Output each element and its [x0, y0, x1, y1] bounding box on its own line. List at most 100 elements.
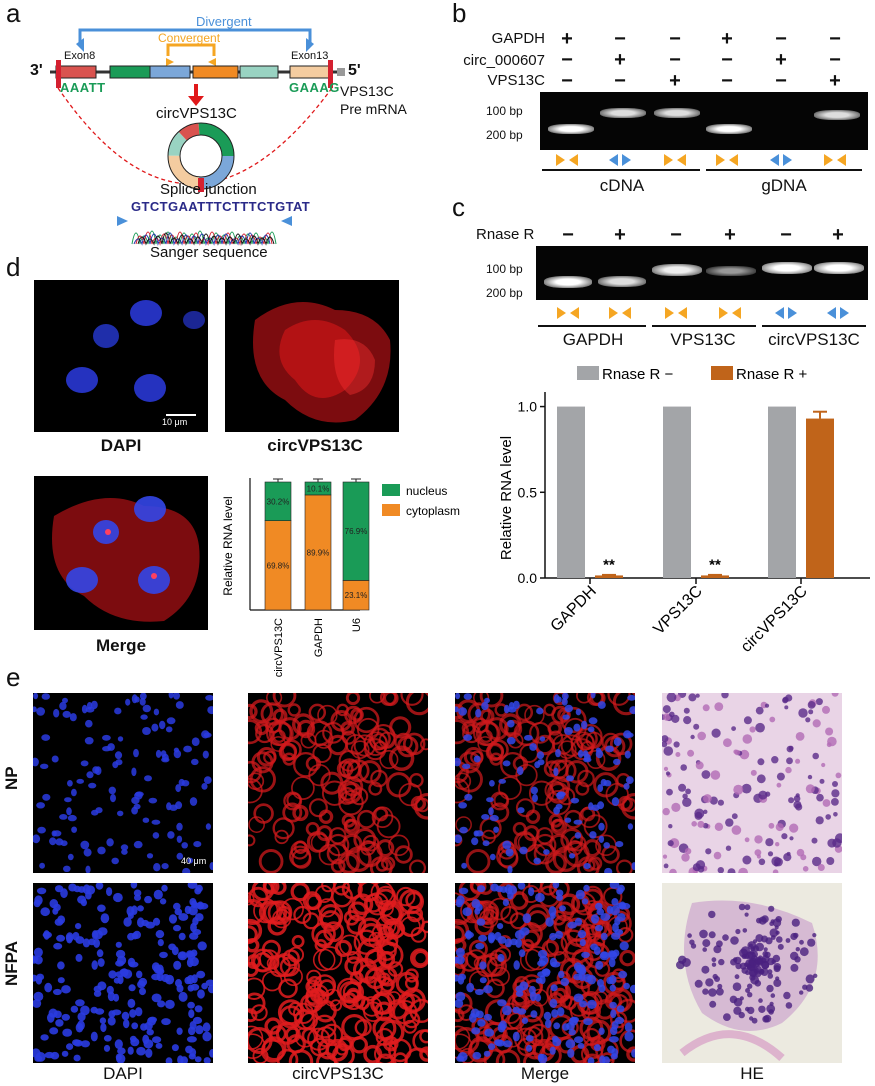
sign-mark: + — [775, 49, 787, 71]
nucleus-percent-label: 10.1% — [307, 484, 330, 493]
convergent-primer-pair-icon — [824, 154, 846, 166]
divergent-primer-pair-icon — [770, 154, 792, 166]
gel-panel-c — [536, 246, 868, 300]
sign-mark: − — [561, 70, 573, 92]
sign-mark: + — [832, 224, 844, 246]
convergent-label: Convergent — [158, 31, 221, 45]
divergent-primer-pair-icon — [609, 154, 631, 166]
bar-cytoplasm — [342, 580, 370, 611]
bar-rnase-minus — [557, 406, 585, 578]
sanger-sequence-text: GTCTGAATTTCTTTCTGTAT — [131, 199, 311, 214]
sign-mark: − — [561, 49, 573, 71]
sign-mark: − — [562, 224, 574, 246]
bar-cytoplasm — [304, 494, 332, 611]
nfpa-circvps13c-image — [248, 883, 428, 1063]
x-category-label: circVPS13C — [738, 583, 811, 656]
group-line-gapdh — [538, 325, 646, 327]
scale-bar-40um: 40 μm — [181, 856, 207, 866]
sign-mark: − — [614, 28, 626, 50]
np-he-image — [662, 693, 842, 873]
convergent-primer-pair-icon — [719, 307, 741, 319]
caption-merge-d: Merge — [95, 636, 147, 655]
x-category-label: GAPDH — [548, 583, 600, 635]
bar-rnase-minus — [663, 406, 691, 578]
rnase-r-label: Rnase R — [476, 226, 535, 243]
sign-mark: − — [829, 49, 841, 71]
convergent-primer-pair-icon — [665, 307, 687, 319]
np-circvps13c-image — [248, 693, 428, 873]
y-axis-label: Relative RNA level — [498, 436, 515, 560]
micrograph-np-merge — [455, 693, 635, 873]
legend-label-nucleus: nucleus — [406, 484, 447, 498]
micrograph-np-circvps13c — [248, 693, 428, 873]
group-label-vps13c-c: VPS13C — [670, 330, 736, 349]
convergent-bracket — [166, 43, 216, 56]
row-label-vps13c: VPS13C — [487, 72, 545, 89]
sign-mark: + — [829, 70, 841, 92]
marker-200bp: 200 bp — [486, 128, 523, 142]
circrna-ring-icon — [167, 122, 235, 192]
caption-dapi-e: DAPI — [103, 1064, 143, 1083]
sign-mark: + — [614, 49, 626, 71]
primer-reverse-icon — [281, 216, 292, 226]
micrograph-merge-d — [34, 476, 208, 630]
micrograph-nfpa-he — [662, 883, 842, 1063]
legend-label-plus: Rnase R + — [736, 366, 808, 383]
x-category-label: circVPS13C — [273, 618, 285, 677]
cytoplasm-percent-label: 69.8% — [267, 561, 290, 570]
group-line-vps13c — [652, 325, 756, 327]
marker-200bp-c: 200 bp — [486, 286, 523, 300]
merge-overlay-image — [52, 496, 200, 622]
legend-swatch-cytoplasm — [382, 504, 400, 516]
panel-a-diagram — [50, 28, 345, 246]
bar-cytoplasm — [264, 520, 292, 611]
x-category-label: U6 — [351, 618, 363, 632]
nfpa-he-image — [676, 900, 818, 1062]
exon8-block — [55, 65, 97, 79]
gdna-line — [706, 169, 862, 171]
cytoplasm-percent-label: 23.1% — [345, 591, 368, 600]
sign-mark: − — [721, 70, 733, 92]
sign-mark: − — [614, 70, 626, 92]
group-line-circvps13c — [762, 325, 866, 327]
y-tick-label: 1.0 — [518, 399, 538, 415]
sign-mark: − — [669, 49, 681, 71]
convergent-primer-pair-icon — [664, 154, 686, 166]
sign-mark: + — [724, 224, 736, 246]
bar-rnase-minus — [768, 406, 796, 578]
bar-rnase-plus — [806, 418, 834, 578]
panel-label-d: d — [6, 252, 21, 282]
legend-swatch-plus — [711, 366, 733, 380]
divergent-bracket — [78, 28, 312, 42]
exon13-sequence: GAAAG — [289, 80, 340, 95]
cdna-line — [542, 169, 700, 171]
cytoplasm-percent-label: 89.9% — [307, 548, 330, 557]
exon8-sequence: AAATT — [60, 80, 106, 95]
row-label-nfpa: NFPA — [2, 940, 21, 986]
group-label-circvps13c-c: circVPS13C — [768, 330, 860, 349]
y-tick-label: 0.5 — [518, 484, 538, 500]
divergent-primer-left-icon — [76, 38, 84, 52]
legend-swatch-minus — [577, 366, 599, 380]
micrograph-circvps13c-d — [225, 280, 399, 432]
pre-mrna-label: VPS13C Pre mRNA — [340, 83, 407, 117]
y-axis-label: Relative RNA level — [221, 496, 235, 595]
sign-mark: − — [775, 28, 787, 50]
sign-mark: − — [670, 224, 682, 246]
primer-forward-icon — [117, 216, 128, 226]
panel-label-b: b — [452, 0, 467, 28]
convergent-primer-pair-icon — [557, 307, 579, 319]
x-category-label: VPS13C — [650, 583, 705, 638]
micrograph-nfpa-circvps13c — [248, 883, 428, 1063]
sign-mark: + — [669, 70, 681, 92]
row-label-circ-000607: circ_000607 — [463, 52, 545, 69]
exon13-block — [289, 65, 333, 79]
nucleus-percent-label: 76.9% — [345, 527, 368, 536]
bar-rnase-plus — [595, 575, 623, 578]
splice-junction-label: Splice junction — [160, 181, 257, 198]
caption-circvps13c-d: circVPS13C — [267, 436, 363, 455]
arrow-down-icon — [188, 96, 204, 106]
legend-swatch-nucleus — [382, 484, 400, 496]
